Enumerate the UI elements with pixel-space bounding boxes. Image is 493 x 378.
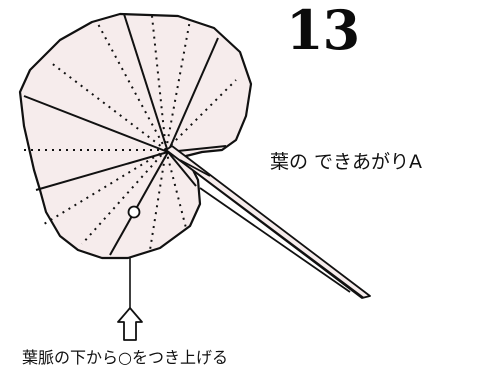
dotted-fold-lines — [22, 15, 237, 251]
leaf-stem — [165, 145, 371, 299]
push-point-marker — [127, 205, 141, 219]
vein-lines — [23, 13, 227, 256]
result-caption: 葉の できあがりA — [270, 151, 423, 173]
push-up-arrow-icon — [117, 307, 143, 341]
step-number: 13 — [286, 0, 360, 62]
instruction-caption: 葉脈の下から○をつき上げる — [22, 348, 228, 367]
leaf-outline — [18, 12, 253, 260]
